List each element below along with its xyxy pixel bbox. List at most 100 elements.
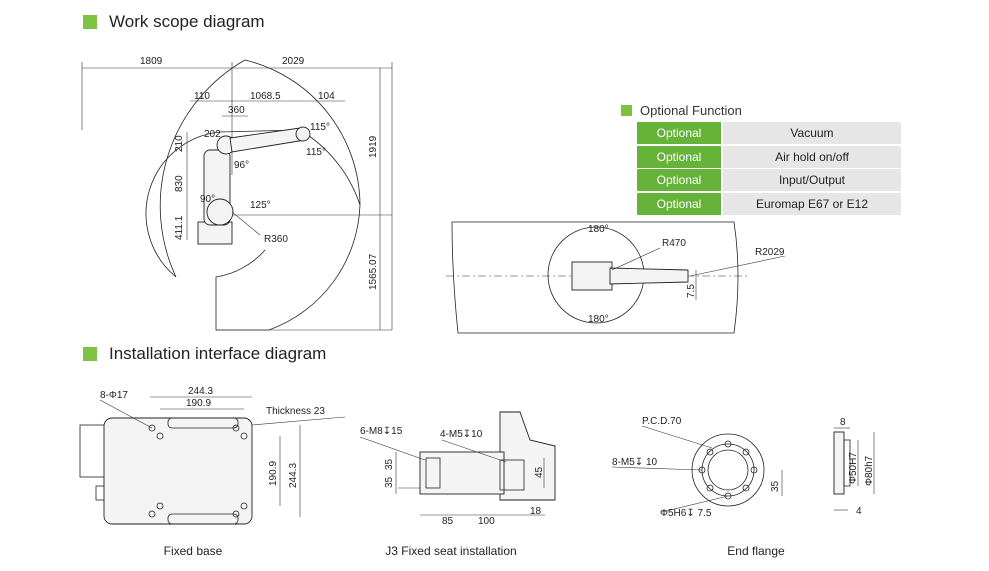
label-h6: Φ5H6↧ 7.5 <box>660 508 712 519</box>
dim-h244-3: 244.3 <box>288 463 299 488</box>
work-scope-title-text: Work scope diagram <box>109 12 265 31</box>
fixed-base-drawing <box>79 396 346 525</box>
top-base <box>571 261 613 291</box>
flange-bore <box>707 449 749 491</box>
mount-hole <box>240 432 248 440</box>
optional-row: Optional Input/Output <box>637 169 901 191</box>
mount-hole <box>156 502 164 510</box>
dim-18: 18 <box>530 506 542 517</box>
function-value: Air hold on/off <box>723 145 901 168</box>
leader-r2029 <box>689 255 786 277</box>
leader-thickness <box>251 416 346 426</box>
flange-hole <box>724 440 732 448</box>
base-slot <box>167 417 239 429</box>
base-plate <box>103 417 253 525</box>
dim-4: 4 <box>856 506 862 517</box>
dim-830: 830 <box>174 175 185 192</box>
top-envelope <box>451 221 739 334</box>
end-flange-drawing <box>611 425 875 513</box>
green-square-icon <box>621 105 632 116</box>
leader-r470 <box>611 247 661 271</box>
flange-pcd <box>701 443 755 497</box>
work-scope-top-view <box>446 221 786 334</box>
optional-label: Optional <box>637 169 721 191</box>
angle-125: 125° <box>250 200 271 211</box>
function-value: Input/Output <box>723 169 901 191</box>
flange-hole <box>706 448 714 456</box>
mount-hole <box>240 502 248 510</box>
dim-110: 110 <box>194 91 210 102</box>
optional-function-header: Optional Function <box>621 103 901 118</box>
function-value: Euromap E67 or E12 <box>723 192 901 215</box>
base-side-block <box>79 424 107 478</box>
label-8-holes: 8-Φ17 <box>100 390 128 401</box>
optional-label: Optional <box>637 145 721 168</box>
dim-7-5: 7.5 <box>686 284 697 298</box>
mount-hole <box>232 510 240 518</box>
dim-h190-9: 190.9 <box>268 461 279 486</box>
function-value: Vacuum <box>723 122 901 144</box>
angle-180-top: 180° <box>588 224 609 235</box>
optional-function-panel: Optional Function Optional Vacuum Option… <box>621 103 901 216</box>
top-arm <box>609 267 689 285</box>
leader-holes <box>99 399 153 429</box>
caption-j3-seat: J3 Fixed seat installation <box>385 544 517 558</box>
work-scope-side-view <box>81 59 393 331</box>
dim-35: 35 <box>770 480 781 492</box>
installation-title-text: Installation interface diagram <box>109 344 327 363</box>
dim-phi-50: Φ50H7 <box>848 452 859 484</box>
label-r360: R360 <box>264 234 288 245</box>
angle-90: 90° <box>200 194 215 205</box>
flange-hole <box>706 484 714 492</box>
dim-1919: 1919 <box>368 135 379 158</box>
angle-115-a: 115° <box>310 122 330 133</box>
optional-row: Optional Euromap E67 or E12 <box>637 192 901 215</box>
label-r470: R470 <box>662 238 686 249</box>
dim-1565-07: 1565.07 <box>368 253 379 290</box>
dim-411-1: 411.1 <box>174 215 185 240</box>
dim-100: 100 <box>478 516 495 527</box>
dim-202: 202 <box>204 129 221 140</box>
flange-hole <box>724 492 732 500</box>
mount-hole <box>156 432 164 440</box>
j3-seat-block <box>419 451 505 495</box>
dim-35-b: 35 <box>384 476 395 488</box>
flange-outer <box>691 433 765 507</box>
flange-hole <box>742 448 750 456</box>
flange-side-plate <box>833 431 845 495</box>
j3-mount <box>499 459 525 491</box>
dim-104: 104 <box>318 91 335 102</box>
flange-side-boss <box>843 439 851 487</box>
dim-1068-5: 1068.5 <box>250 91 281 102</box>
work-scope-title: Work scope diagram <box>83 12 265 32</box>
flange-hole <box>750 466 758 474</box>
optional-row: Optional Vacuum <box>637 122 901 144</box>
label-8-m5: 8-M5↧ 10 <box>612 457 658 468</box>
green-square-icon <box>83 347 97 361</box>
robot-joint <box>206 198 234 226</box>
leader-m8 <box>359 436 426 461</box>
caption-fixed-base: Fixed base <box>163 544 223 558</box>
base-slot <box>167 513 239 525</box>
j3-seat-drawing <box>359 411 556 516</box>
j3-housing <box>499 411 556 501</box>
leader-r360 <box>231 211 261 236</box>
green-square-icon <box>83 15 97 29</box>
angle-115-b: 115° <box>306 147 326 158</box>
dim-210: 210 <box>174 135 185 152</box>
dim-2029: 2029 <box>282 56 305 67</box>
j3-seat-slot <box>425 457 441 489</box>
dim-360: 360 <box>228 105 245 116</box>
angle-96: 96° <box>234 160 249 171</box>
dim-85: 85 <box>442 516 454 527</box>
label-4-m5: 4-M5↧10 <box>440 429 483 440</box>
mount-hole <box>148 424 156 432</box>
flange-hole <box>742 484 750 492</box>
label-6-m8: 6-M8↧15 <box>360 426 403 437</box>
leader-m5 <box>441 439 507 463</box>
angle-180-bottom: 180° <box>588 314 609 325</box>
dim-190-9: 190.9 <box>186 398 211 409</box>
optional-function-title: Optional Function <box>640 103 742 118</box>
leader-h6 <box>661 495 729 513</box>
